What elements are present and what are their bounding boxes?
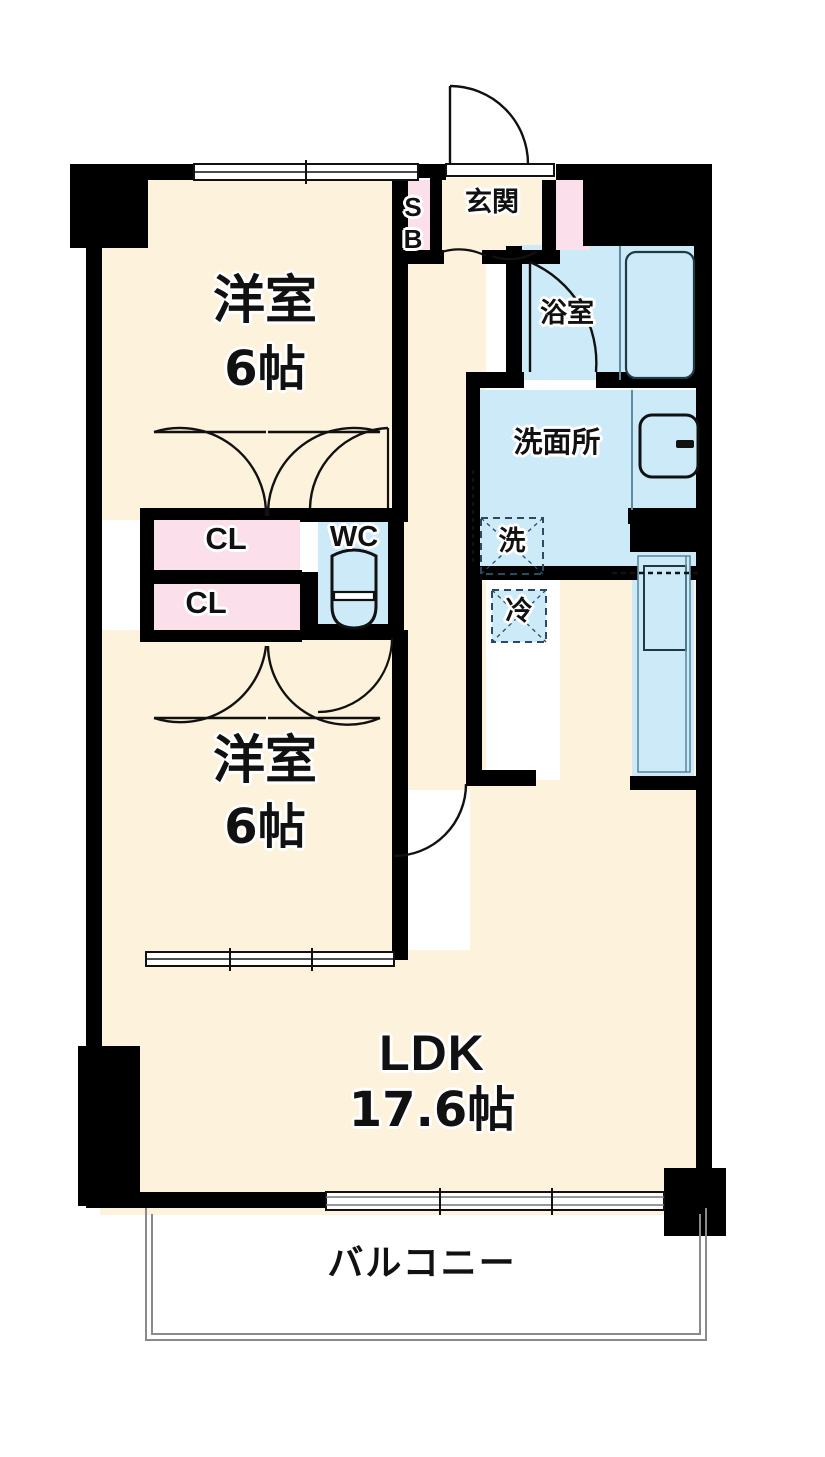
ldk-label: LDK [379,1025,485,1081]
closet1-label: CL [205,521,247,556]
bedroom1-size: 6帖 [224,341,306,397]
wall-wc-bottom [300,624,404,640]
wall-wc-left-b [300,572,318,638]
door-entrance-inner [441,248,537,261]
wall-bath-left [506,246,522,386]
wall-bath-bottom [466,372,524,388]
wall-entry-bottom [392,250,444,264]
ldk-floor [100,950,700,1215]
shoebox-label-s: SB [398,192,428,256]
kitchen-sink [637,555,691,773]
fridge-space [491,589,547,643]
washer-space [480,517,544,575]
wall-entry-right [542,180,556,258]
wall-left [86,180,102,1208]
wall-bed2-right [392,630,408,960]
wall-closet-mid [140,570,302,584]
closet1-fill [152,518,300,570]
fridge-space-fill [492,590,546,642]
bathroom-label: 浴室 [540,298,594,329]
wall-entry-left [430,180,442,258]
bedroom2-floor [100,630,406,960]
toilet-bowl [330,548,378,630]
window-balcony-door [325,1188,665,1215]
toilet-label: WC [329,521,379,553]
balcony-label: バルコニー [327,1243,517,1284]
washroom-label: 洗面所 [513,425,601,459]
entrance-label: 玄関 [465,187,519,218]
bedroom2-label: 洋室 [212,731,318,791]
closet-areas [152,180,590,634]
wall-washroom-bottom [540,566,612,580]
wall-closet-top [140,508,302,520]
windows [145,160,665,1215]
wall-closet-bottom [140,630,302,642]
door-entrance-main [448,84,530,165]
bedroom2-size: 6帖 [224,799,306,855]
window-bedroom1 [193,160,419,184]
doors [153,84,598,858]
wall-bath-right [694,246,708,386]
vanity-sink [638,413,700,479]
ldk-floor-right [470,780,700,960]
door-closet2 [153,645,381,726]
window-entry-frame [445,163,555,177]
washer-label: 洗 [498,526,526,557]
wall-top-c [556,164,712,180]
closet2-fill [152,582,300,634]
bedroom1-floor [100,170,406,520]
door-ldk [393,783,468,858]
closet2-label: CL [185,585,227,620]
wall-hall-right [466,576,482,784]
entrance-floor [440,178,560,258]
balcony-outline [145,1208,707,1341]
wall-hall-bottom [466,770,536,786]
bathtub [624,250,696,380]
fridge-label: 冷 [505,596,533,627]
wall-kitchen-bottom [630,776,698,790]
partition-bedroom2 [145,948,395,971]
ldk-size: 17.6帖 [348,1082,516,1138]
wall-wc-right [388,508,404,638]
fixtures [330,246,700,773]
wall-right [696,180,712,1210]
door-bedroom2 [317,637,394,714]
wall-washer-left [466,566,552,580]
door-closet1 [153,426,381,517]
bedroom1-label: 洋室 [212,271,318,331]
door-wc [308,426,390,509]
wall-shoebox-left [392,180,400,260]
wall-wc-top [300,508,404,522]
door-bathroom [528,260,598,373]
wall-kitchen-top [630,512,698,552]
wall-bed1-right-b [392,282,408,522]
